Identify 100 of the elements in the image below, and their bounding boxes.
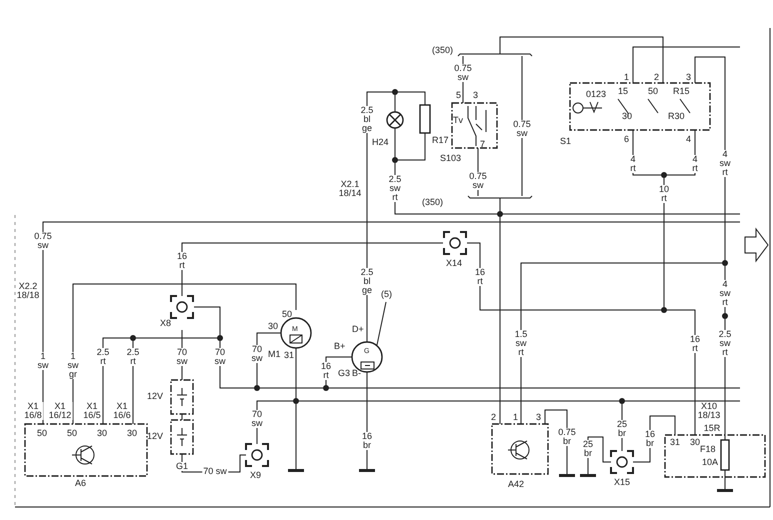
ground-symbol xyxy=(717,489,733,492)
wire-label: 4 rt xyxy=(629,155,637,173)
callout-number: (5) xyxy=(381,290,399,302)
pin-label: 7 xyxy=(480,140,486,149)
pin-label: 2 xyxy=(491,413,496,422)
wire-label: 1.5 sw rt xyxy=(514,330,528,357)
wire-label: 2.5 bl ge xyxy=(360,106,374,133)
ground-symbol xyxy=(359,469,375,472)
wire-label: 1 sw gr xyxy=(66,352,80,379)
component-label: S103 xyxy=(440,154,462,163)
junction-dot xyxy=(619,398,625,404)
group-label: (350) xyxy=(432,46,454,55)
group-label: (350) xyxy=(422,198,444,207)
junction-dot xyxy=(254,385,260,391)
junction-dot xyxy=(661,307,667,313)
wire-label: 70 sw xyxy=(250,345,264,363)
wire-label: 16 rt xyxy=(176,252,188,270)
component-label: G3 xyxy=(338,369,350,378)
wire-label: 4 rt xyxy=(691,155,699,173)
wire-label: 25 br xyxy=(582,440,594,458)
junction-dot xyxy=(392,89,398,95)
component-label: A6 xyxy=(75,479,86,488)
pin-label: 31 xyxy=(284,351,294,360)
battery-cell-box xyxy=(147,380,194,414)
wire-label: 0.75 sw xyxy=(33,232,53,250)
wire-label: 2.5 rt xyxy=(126,348,140,366)
wire-label: 10 rt xyxy=(658,185,670,203)
connector-label: X10 18/13 xyxy=(696,402,722,420)
terminal-label: 50 xyxy=(648,87,658,96)
terminal-label: R15 xyxy=(673,87,690,96)
wire xyxy=(724,470,726,490)
wire-label: 25 br xyxy=(616,420,628,438)
pin-label: 3 xyxy=(536,413,542,422)
wire xyxy=(72,284,296,424)
pin-label: 50 xyxy=(282,310,292,319)
connector-label: X2.1 18/14 xyxy=(338,180,362,198)
pin-label: 31 xyxy=(670,438,680,447)
position-label: 0123 xyxy=(586,90,606,99)
component-label: G1 xyxy=(175,462,189,471)
wire-label: 2.5 bl ge xyxy=(360,268,374,295)
wire xyxy=(632,416,676,462)
wire xyxy=(632,46,740,84)
component-label: X8 xyxy=(160,319,172,328)
pin-label: 15R xyxy=(702,424,722,433)
component-label: S1 xyxy=(560,137,572,146)
pin-label: 3 xyxy=(473,91,478,100)
voltage-label: 12V xyxy=(147,392,164,401)
component-label: X14 xyxy=(446,259,462,268)
component-label: F18 xyxy=(700,445,716,454)
junction-dot xyxy=(217,335,223,341)
pin-label: 3 xyxy=(686,73,692,82)
wire xyxy=(182,242,444,296)
component-label: H24 xyxy=(372,138,389,147)
connector-label: X1 16/5 xyxy=(82,402,102,420)
ground-symbol xyxy=(559,474,575,477)
wire xyxy=(588,436,612,476)
component-label: X9 xyxy=(250,471,262,480)
junction-dot xyxy=(323,385,329,391)
wire-label: 16 rt xyxy=(474,268,486,286)
wire xyxy=(544,410,568,476)
wire-label: 2.5 sw rt xyxy=(718,330,732,357)
wire xyxy=(500,36,664,84)
wire-label: 0.75 sw xyxy=(453,64,473,82)
wire-label: 16 br xyxy=(644,430,656,448)
connector-label: X1 16/6 xyxy=(112,402,132,420)
junction-dot xyxy=(722,313,728,319)
wire-label: 1 sw xyxy=(36,352,50,370)
wire-label: 0.75 sw xyxy=(512,120,532,138)
pin-label: 50 xyxy=(37,429,48,438)
wire-label: 16 rt xyxy=(689,335,701,353)
component-label: R17 xyxy=(432,136,449,145)
pin-label: 4 xyxy=(686,135,692,144)
wire-bracket xyxy=(432,44,532,56)
pin-label: 5 xyxy=(456,91,462,100)
junction-dot xyxy=(661,172,667,178)
component-label: X15 xyxy=(614,478,630,487)
wire-label: 16 rt xyxy=(320,362,332,380)
ground-symbol xyxy=(580,474,596,477)
junction-dot xyxy=(293,398,299,404)
pin-label: D+ xyxy=(352,325,364,334)
junction-dot xyxy=(497,211,503,217)
wire-label: 0.75 br xyxy=(557,428,577,446)
pin-label: 30 xyxy=(268,322,278,331)
wire-label: 70 sw xyxy=(250,410,264,428)
wire-bracket xyxy=(422,196,532,208)
wire xyxy=(376,302,386,346)
pin-label: 1 xyxy=(513,413,518,422)
connector-label: X1 16/12 xyxy=(48,402,72,420)
rating-label: 10A xyxy=(702,458,718,467)
wire-label: 70 sw xyxy=(214,348,226,366)
wire-label: 70 sw xyxy=(176,348,188,366)
wire-label: 2.5 sw rt xyxy=(388,175,402,202)
wire-label: 0.75 sw xyxy=(468,172,488,190)
junction-dot xyxy=(392,157,398,163)
connector-label: X1 16/8 xyxy=(23,402,43,420)
wire-label: 16 br xyxy=(361,432,373,450)
pin-label: 30 xyxy=(690,438,700,447)
pin-label: 30 xyxy=(127,429,138,438)
pin-label: B+ xyxy=(334,342,346,351)
battery-cell-box xyxy=(147,420,194,454)
